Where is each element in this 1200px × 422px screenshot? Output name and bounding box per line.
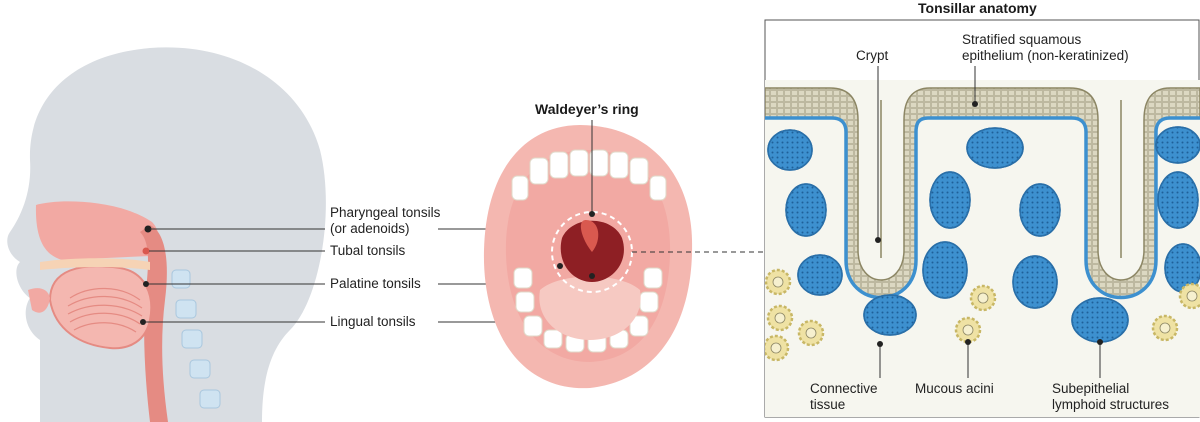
- nasal-cavity: [35, 201, 159, 260]
- acini-marker: [965, 339, 971, 345]
- lingual-tonsil-marker: [140, 319, 146, 325]
- head-sagittal-illustration: [7, 47, 326, 422]
- label-epithelium: Stratified squamous epithelium (non-kera…: [962, 32, 1129, 64]
- label-pharyngeal-tonsils: Pharyngeal tonsils (or adenoids): [330, 205, 440, 237]
- pharynx-wall: [140, 225, 168, 422]
- uvula: [580, 220, 599, 252]
- label-lymphoid-line1: Subepithelial: [1052, 381, 1130, 396]
- label-connective-line2: tissue: [810, 397, 846, 412]
- label-mucous-acini: Mucous acini: [915, 381, 994, 396]
- connective-marker: [877, 341, 883, 347]
- lips: [28, 288, 50, 313]
- label-tubal-tonsils: Tubal tonsils: [330, 243, 406, 258]
- lower-teeth: [513, 267, 663, 353]
- label-crypt: Crypt: [856, 48, 889, 63]
- label-pharyngeal-line1: Pharyngeal tonsils: [330, 205, 441, 220]
- lymphoid-follicles: [767, 126, 1200, 343]
- crypt-marker: [875, 237, 881, 243]
- tongue-muscle-lines: [67, 287, 143, 333]
- basement-membrane: [765, 116, 1200, 300]
- epithelium-marker: [972, 101, 978, 107]
- mouth-pharyngeal-marker: [589, 211, 595, 217]
- label-epithelium-line2: epithelium (non-keratinized): [962, 48, 1129, 63]
- anatomy-leader-lines: [877, 66, 1101, 378]
- tonsillar-anatomy-title: Tonsillar anatomy: [918, 0, 1037, 16]
- tongue-front: [539, 276, 641, 340]
- palate: [40, 258, 150, 270]
- pharyngeal-tonsil-marker: [144, 225, 152, 233]
- tongue: [48, 265, 153, 350]
- lymphoid-marker: [1097, 339, 1103, 345]
- label-subepithelial-lymphoid: Subepithelial lymphoid structures: [1052, 381, 1169, 413]
- palatine-tonsil-marker: [143, 281, 149, 287]
- label-lingual-tonsils: Lingual tonsils: [330, 314, 416, 329]
- label-palatine-tonsils: Palatine tonsils: [330, 276, 421, 291]
- label-connective-tissue: Connective tissue: [810, 381, 878, 413]
- label-epithelium-line1: Stratified squamous: [962, 32, 1082, 47]
- open-mouth-illustration: [483, 120, 693, 389]
- label-pharyngeal-line2: (or adenoids): [330, 221, 410, 236]
- mucous-acini: [765, 268, 1200, 362]
- waldeyers-ring-title: Waldeyer’s ring: [535, 101, 639, 117]
- upper-teeth: [511, 149, 667, 201]
- vertebrae: [171, 269, 221, 409]
- tonsillar-anatomy-panel: [764, 19, 1200, 418]
- mouth-lingual-marker: [589, 273, 595, 279]
- label-connective-line1: Connective: [810, 381, 878, 396]
- label-lymphoid-line2: lymphoid structures: [1052, 397, 1170, 412]
- mouth-palatine-marker: [557, 263, 563, 269]
- tubal-tonsil-marker: [142, 247, 150, 255]
